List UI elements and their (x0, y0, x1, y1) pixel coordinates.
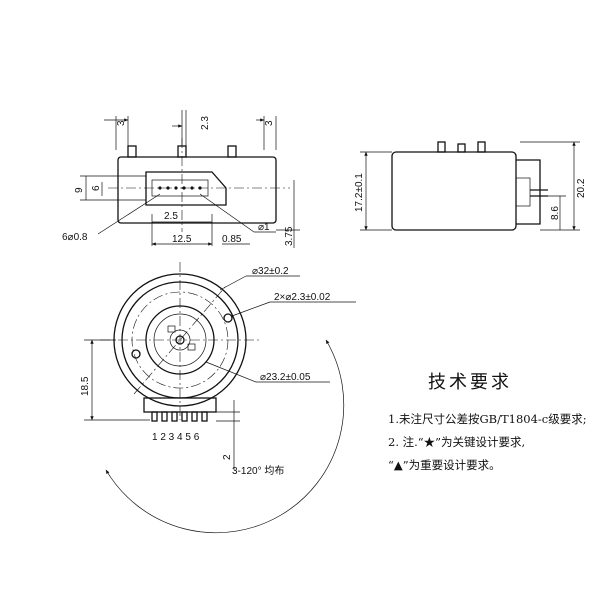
side-pin-2 (457, 143, 466, 153)
angle-note: 3-120° 均布 (232, 465, 284, 477)
dim-outer-dia: ⌀32±0.2 (252, 266, 289, 277)
dim-side-height: 17.2±0.1 (354, 173, 365, 212)
dim-pin-spacing-right: 3 (264, 120, 275, 126)
side-view: 17.2±0.1 20.2 8.6 (354, 141, 587, 231)
top-view: 3 2.3 3 9 6 3.75 2.5 12.5 0.85 ⌀1 6⌀0.8 (62, 110, 300, 248)
note-line-1: 1.未注尺寸公差按GB/T1804-c级要求; (388, 412, 587, 426)
dim-pin-holes: 6⌀0.8 (62, 232, 88, 243)
dim-pin-spacing-left: 3 (116, 120, 127, 126)
top-view-body (117, 156, 277, 224)
technical-requirements: 技术要求 1.未注尺寸公差按GB/T1804-c级要求; 2. 注.“★”为关键… (388, 368, 598, 477)
side-connector (516, 159, 541, 225)
dim-mount-holes: 2×⌀2.3±0.02 (274, 292, 331, 303)
dim-connector-width: 12.5 (172, 234, 192, 245)
dim-pitch: 2.5 (164, 211, 178, 222)
terminal-pins (151, 411, 208, 422)
dim-offset: 0.85 (222, 234, 242, 245)
dim-depth: 3.75 (284, 226, 295, 246)
side-pin-3 (477, 141, 486, 153)
dim-front-height: 18.5 (80, 376, 91, 396)
top-pin-left (127, 145, 137, 158)
dim-side-total: 20.2 (576, 178, 587, 198)
dim-height-6: 6 (91, 185, 102, 191)
dim-front-bottom: 2 (222, 454, 233, 460)
dim-inner-dia: ⌀23.2±0.05 (260, 372, 311, 383)
notes-title: 技术要求 (428, 372, 512, 393)
dim-pin-width: 2.3 (200, 116, 211, 130)
side-pin-1 (437, 141, 446, 153)
pin-numbers: 1 2 3 4 5 6 (152, 432, 200, 443)
dim-height-9: 9 (74, 187, 85, 193)
connector-window (145, 171, 227, 206)
dim-side-small: 8.6 (550, 206, 561, 220)
front-view: 1 2 3 4 5 6 18.5 2 ⌀32±0.2 2×⌀2.3±0.02 ⌀… (80, 262, 356, 534)
mount-hole-left (131, 349, 141, 359)
note-line-2: 2. 注.“★”为关键设计要求, (388, 435, 526, 449)
note-line-3: “▲”为重要设计要求。 (388, 458, 501, 472)
top-pin-right (227, 145, 237, 158)
mount-hole-top (223, 313, 233, 323)
side-view-body (391, 151, 517, 231)
dim-hole: ⌀1 (258, 222, 270, 233)
